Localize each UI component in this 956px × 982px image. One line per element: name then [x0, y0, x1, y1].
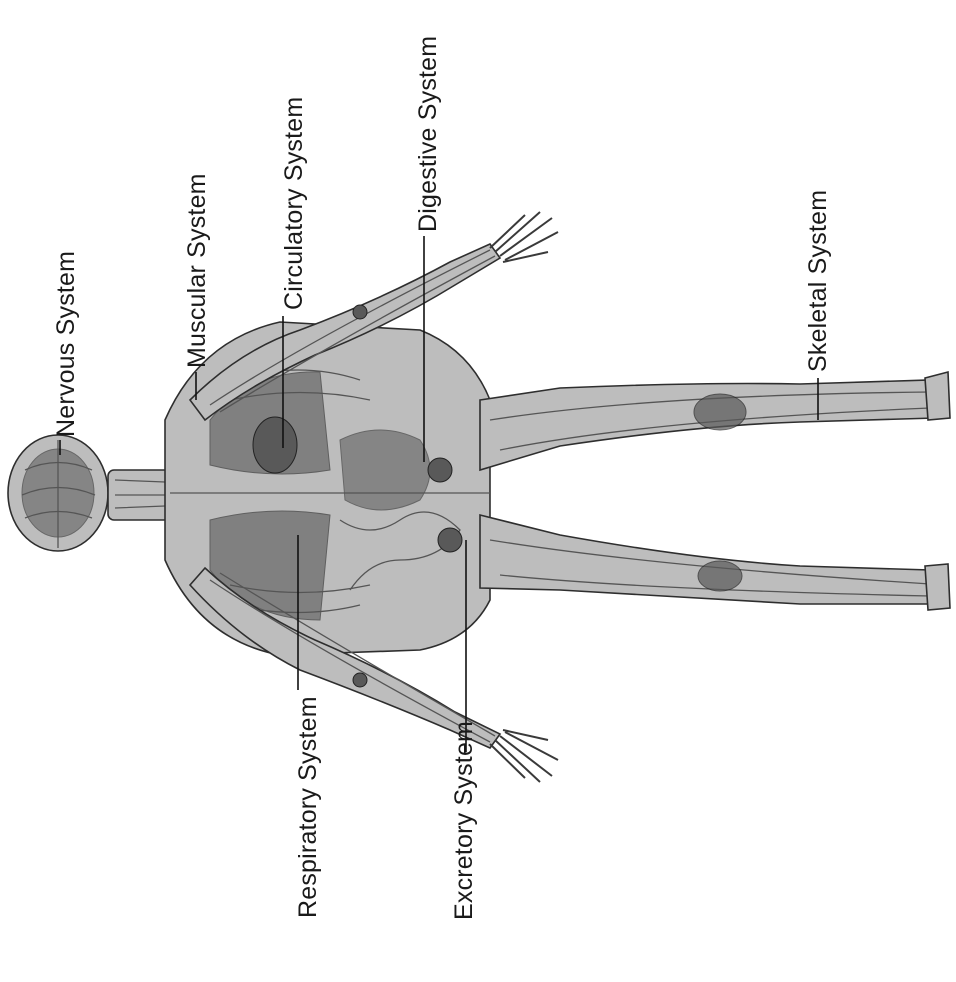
leg-lower	[480, 515, 950, 610]
label-respiratory-system: Respiratory System	[294, 696, 322, 918]
label-excretory-system: Excretory System	[450, 721, 478, 920]
label-digestive-system: Digestive System	[414, 36, 442, 232]
label-skeletal-system: Skeletal System	[804, 190, 832, 372]
leg-upper	[480, 372, 950, 470]
neck	[108, 470, 170, 520]
head	[8, 435, 108, 551]
label-circulatory-system: Circulatory System	[280, 97, 308, 310]
label-muscular-system: Muscular System	[183, 173, 211, 368]
label-nervous-system: Nervous System	[52, 251, 80, 437]
